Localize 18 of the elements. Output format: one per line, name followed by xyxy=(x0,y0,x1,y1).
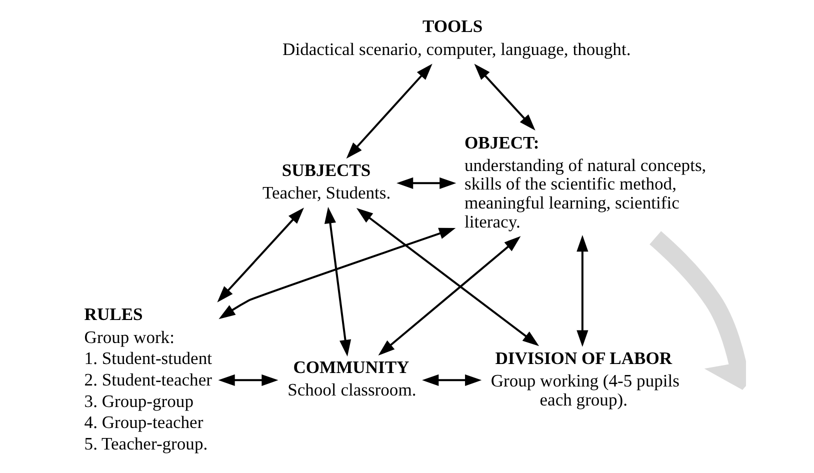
arrow xyxy=(576,235,588,347)
arrow xyxy=(396,177,456,189)
node-text: RULES Group work: 1. Student-student 2. Student-teacher 3. Group-group 4. Group-teacher 5. Teacher-group. xyxy=(84,304,212,454)
arrow xyxy=(474,64,536,130)
node-text: DIVISION OF LABOR Group working (4-5 pupils each group). xyxy=(490,348,680,410)
arrow xyxy=(378,236,521,356)
arrow xyxy=(218,228,456,320)
arrow xyxy=(346,64,432,159)
node-text: OBJECT: understanding of natural concepts, skills of the scientific method, meaningful learning, scientific literacy. xyxy=(464,132,706,232)
arrow xyxy=(324,206,352,356)
arrow xyxy=(217,208,304,302)
node-text: SUBJECTS Teacher, Students. xyxy=(262,160,391,202)
arrow xyxy=(218,374,278,386)
node-text: COMMUNITY School classroom. xyxy=(288,356,416,400)
arrow xyxy=(422,374,482,386)
arrow xyxy=(650,231,746,390)
arrow xyxy=(356,208,540,346)
node-text: TOOLS Didactical scenario, computer, language, thought. xyxy=(282,16,631,59)
